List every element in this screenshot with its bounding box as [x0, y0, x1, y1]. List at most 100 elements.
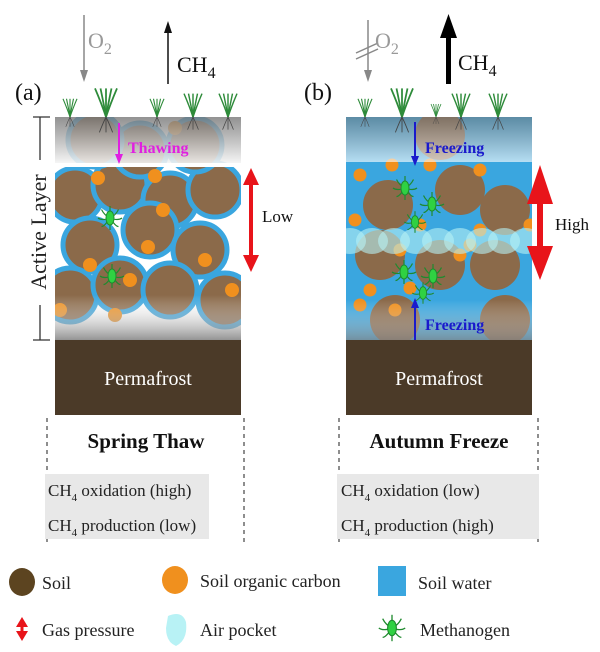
grass-tuft [451, 93, 471, 130]
methanogen-icon [99, 264, 125, 288]
root [105, 116, 114, 133]
process-box-a [45, 474, 209, 539]
legend-label-soil-water: Soil water [418, 573, 492, 593]
air-pocket [466, 228, 498, 254]
grass-blade [401, 88, 414, 118]
root [364, 116, 370, 127]
soil-particle [170, 220, 230, 280]
grass-blade [390, 88, 403, 118]
organic-carbon-particle [141, 240, 155, 254]
permafrost-b-label: Permafrost [395, 368, 483, 390]
air-pocket [444, 228, 476, 254]
grass-tuft [183, 93, 203, 130]
legend-label-gas-pressure: Gas pressure [42, 620, 134, 640]
microbe-body [105, 210, 115, 226]
air-pocket [422, 228, 454, 254]
methanogen-icon [378, 614, 406, 642]
grass-blade [183, 93, 194, 118]
root [435, 116, 440, 125]
grass-tuft [488, 93, 508, 130]
thawing-arrow [115, 123, 123, 164]
root [222, 116, 229, 130]
organic-carbon-particle [473, 163, 487, 177]
grass-blade [364, 98, 373, 118]
grass-tuft [62, 98, 78, 127]
air-pocket [400, 228, 432, 254]
methanogen-icon [420, 264, 446, 288]
root [227, 116, 234, 130]
legend-label-methanogen: Methanogen [420, 620, 510, 640]
microbe-body [400, 180, 410, 196]
grass-blade [430, 103, 437, 118]
panel-a-active-layer [55, 117, 241, 340]
soil-particle [363, 180, 413, 230]
methanogen-icon [392, 176, 418, 200]
microbe-body [410, 215, 420, 229]
methanogen-icon [419, 192, 445, 216]
root [69, 116, 75, 127]
organic-carbon-legend-icon [162, 566, 188, 594]
root [187, 116, 194, 130]
organic-carbon-particle [123, 273, 137, 287]
grass-blade [62, 98, 71, 118]
root [432, 116, 437, 125]
panel-b-label: (b) [304, 80, 332, 106]
grass-blade [488, 93, 499, 118]
root [152, 116, 158, 127]
root [394, 116, 403, 133]
root [65, 116, 71, 127]
gas-pressure-arrow-low [243, 168, 259, 272]
o2-label-b: O2 [375, 28, 399, 58]
air-pocket [488, 228, 520, 254]
season-b: Autumn Freeze [370, 429, 509, 453]
grass-blade [94, 88, 107, 118]
grass-blade [227, 93, 238, 118]
grass-blade [451, 93, 462, 118]
ch4-arrow-a [164, 21, 172, 84]
ch4-label-a: CH4 [177, 52, 216, 82]
root [156, 116, 162, 127]
grass-tuft [357, 98, 373, 127]
active-layer-bracket [33, 116, 50, 341]
organic-carbon-particle [348, 213, 362, 227]
o2-blocked-arrow-b [355, 20, 379, 82]
root [460, 116, 467, 130]
grass-tuft [390, 88, 414, 133]
organic-carbon-particle [91, 171, 105, 185]
grass-plants [62, 88, 508, 133]
o2-arrow-a [80, 15, 88, 82]
pressure-label-high: High [555, 215, 590, 234]
root [192, 116, 199, 130]
air-pocket [356, 228, 388, 254]
pressure-label-low: Low [262, 207, 294, 226]
root [492, 116, 499, 130]
organic-carbon-particle [156, 203, 170, 217]
air-pocket-legend-icon [166, 614, 187, 646]
process-box-b [337, 474, 539, 539]
soil-water-legend-icon [378, 566, 406, 596]
soil-legend-icon [9, 568, 35, 596]
grass-tuft [149, 98, 165, 127]
gas-pressure-arrow-high [527, 165, 553, 280]
season-a: Spring Thaw [88, 429, 206, 453]
grass-blade [497, 93, 508, 118]
permafrost-b [346, 340, 532, 415]
freezing-arrow-bottom [411, 298, 419, 340]
grass-blade [69, 98, 78, 118]
grass-tuft [430, 103, 442, 125]
organic-carbon-particle [363, 283, 377, 297]
ch4-arrow-b [440, 14, 457, 84]
production-a: CH4 production (low) [48, 516, 196, 539]
air-pocket [378, 228, 410, 254]
grass-blade [156, 98, 165, 118]
root [401, 116, 410, 133]
microbe-body [399, 264, 409, 280]
legend: Soil Soil organic carbon Soil water Gas … [9, 566, 510, 646]
microbe-body [428, 268, 438, 284]
root [360, 116, 366, 127]
grass-blade [460, 93, 471, 118]
grass-blade [105, 88, 118, 118]
organic-carbon-particle [353, 168, 367, 182]
root [497, 116, 504, 130]
